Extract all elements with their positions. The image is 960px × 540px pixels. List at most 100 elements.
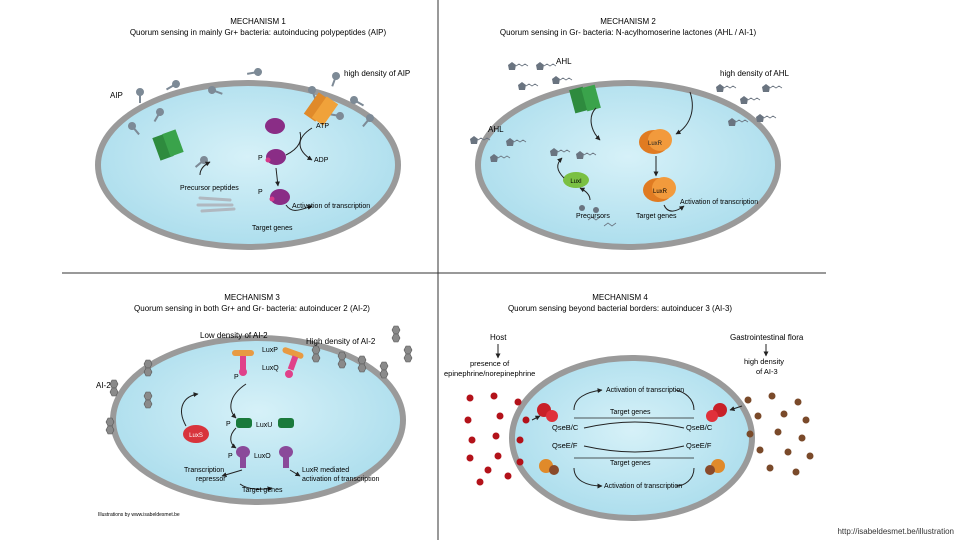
m4-arrow-qsebc bbox=[583, 421, 685, 429]
m2-precursors-label: Precursors bbox=[576, 213, 610, 220]
m3-luxp-left bbox=[232, 350, 254, 376]
m4-qsebc-left-receptor bbox=[537, 403, 558, 422]
m3-subtitle: Quorum sensing in both Gr+ and Gr- bacte… bbox=[134, 304, 370, 313]
m3-p1-label: P bbox=[234, 374, 239, 381]
m4-cell bbox=[509, 355, 755, 521]
m3-luxo-label: LuxO bbox=[254, 453, 271, 460]
m4-high-density-label-1: high density bbox=[744, 357, 784, 366]
m3-ai2-label: AI-2 bbox=[96, 381, 111, 390]
m3-mediated-label-1: LuxR mediated bbox=[302, 467, 349, 474]
m3-luxp-right bbox=[282, 347, 304, 378]
m1-subtitle: Quorum sensing in mainly Gr+ bacteria: a… bbox=[130, 28, 387, 37]
m4-arrow-activation-bottom bbox=[573, 467, 603, 489]
m1-activation-label: Activation of transcription bbox=[292, 203, 370, 210]
mechanism-2-panel: MECHANISM 2 Quorum sensing in Gr- bacter… bbox=[470, 17, 789, 250]
m4-target-top-label: Target genes bbox=[610, 409, 651, 416]
m3-arrow-luxs bbox=[181, 392, 199, 427]
m1-arrow-activation bbox=[285, 204, 313, 211]
m3-p3-label: P bbox=[228, 453, 233, 460]
m4-activation-bottom-label: Activation of transcription bbox=[604, 483, 682, 490]
m1-precursor-strands bbox=[196, 196, 236, 213]
m3-luxs-label: LuxS bbox=[189, 433, 203, 439]
m2-title: MECHANISM 2 bbox=[600, 17, 656, 26]
m2-arrow-luxr-in bbox=[675, 91, 693, 135]
m1-aip-label: AIP bbox=[110, 91, 123, 100]
m2-precursor-molecules bbox=[579, 205, 617, 227]
m3-arrow-q-u bbox=[230, 383, 247, 419]
m3-luxs: LuxS bbox=[183, 425, 209, 443]
m1-kinase-middle bbox=[266, 149, 286, 165]
m2-luxr-bottom: LuxR bbox=[643, 177, 676, 202]
m3-target-label: Target genes bbox=[242, 487, 283, 494]
m1-p1-label: P bbox=[258, 155, 263, 162]
m4-arrow-activation-bottom-r bbox=[675, 467, 695, 487]
m3-p2-label: P bbox=[226, 421, 231, 428]
m3-luxu-label: LuxU bbox=[256, 422, 272, 429]
m2-ahl-left-label: AHL bbox=[488, 125, 504, 134]
m2-green-receptor bbox=[569, 84, 601, 114]
m1-title: MECHANISM 1 bbox=[230, 17, 286, 26]
m4-arrow-ai3-in bbox=[729, 405, 743, 411]
m3-title: MECHANISM 3 bbox=[224, 293, 280, 302]
m3-luxu-right bbox=[278, 418, 294, 428]
m3-arrow-u-o bbox=[230, 427, 237, 449]
m2-luxr-top: LuxR bbox=[639, 129, 672, 154]
m4-high-density-label-2: of AI-3 bbox=[756, 367, 778, 376]
m4-qseef-left-label: QseE/F bbox=[552, 441, 578, 450]
m2-activation-label: Activation of transcription bbox=[680, 199, 758, 206]
ai2-molecule-icon bbox=[105, 325, 413, 435]
mechanism-4-panel: MECHANISM 4 Quorum sensing beyond bacter… bbox=[444, 293, 814, 521]
m4-activation-top-label: Activation of transcription bbox=[606, 387, 684, 394]
m4-qseef-right-receptor bbox=[705, 459, 725, 475]
m1-kinase-top bbox=[265, 118, 285, 134]
m2-high-density-label: high density of AHL bbox=[720, 69, 789, 78]
m4-arrow-activation-top-r bbox=[675, 389, 695, 411]
m2-luxr-bottom-label: LuxR bbox=[653, 189, 668, 195]
m3-luxp-label: LuxP bbox=[262, 347, 278, 354]
m3-low-density-label: Low density of AI-2 bbox=[200, 331, 268, 340]
m2-arrow-precursor bbox=[579, 187, 591, 201]
m1-arrow-down bbox=[275, 167, 280, 187]
m1-orange-receptor bbox=[303, 92, 339, 126]
m4-arrow-epi-in bbox=[531, 415, 541, 421]
m1-target-label: Target genes bbox=[252, 225, 293, 232]
epinephrine-molecule-icon bbox=[464, 392, 530, 486]
m1-cell bbox=[95, 80, 401, 250]
m4-qsebc-right-label: QseB/C bbox=[686, 423, 713, 432]
m3-high-density-label: High density of AI-2 bbox=[306, 337, 376, 346]
m3-luxo-left bbox=[236, 446, 250, 468]
m2-arrow-luxi-out bbox=[557, 157, 565, 179]
m2-subtitle: Quorum sensing in Gr- bacteria: N-acylho… bbox=[500, 28, 757, 37]
m3-credit: Illustrations by www.isabeldesmet.be bbox=[98, 512, 180, 518]
m1-arrow-precursor bbox=[199, 161, 211, 176]
m4-presence-label-1: presence of bbox=[470, 359, 510, 368]
m3-mediated-label-2: activation of transcription bbox=[302, 476, 380, 483]
m2-luxr-top-label: LuxR bbox=[648, 141, 663, 147]
m3-repressor-label-2: repressor bbox=[196, 476, 226, 483]
m1-atp-label: ATP bbox=[316, 123, 329, 130]
m3-repressor-label-1: Transcription bbox=[184, 467, 224, 474]
m4-presence-label-2: epinephrine/norepinephrine bbox=[444, 369, 535, 378]
m1-arrow-atp-adp bbox=[299, 127, 313, 161]
mechanism-1-panel: MECHANISM 1 Quorum sensing in mainly Gr+… bbox=[95, 17, 410, 250]
m2-cell bbox=[475, 80, 781, 250]
m2-luxi: LuxI bbox=[563, 172, 589, 188]
m4-qsebc-right-receptor bbox=[706, 403, 727, 422]
footer-url[interactable]: http://isabeldesmet.be/illustration bbox=[837, 527, 954, 536]
m2-arrow-activation bbox=[663, 204, 685, 212]
m1-precursor-label: Precursor peptides bbox=[180, 185, 239, 192]
m2-target-label: Target genes bbox=[636, 213, 677, 220]
m4-qseef-right-label: QseE/F bbox=[686, 441, 712, 450]
m4-host-label: Host bbox=[490, 333, 507, 342]
m2-arrow-in bbox=[590, 107, 601, 141]
m3-luxo-right bbox=[279, 446, 293, 468]
m1-p2-label: P bbox=[258, 189, 263, 196]
m4-qseef-left-receptor bbox=[539, 459, 559, 475]
m4-title: MECHANISM 4 bbox=[592, 293, 648, 302]
m3-arrow-target bbox=[239, 483, 273, 492]
m4-arrow-qseef bbox=[583, 445, 685, 453]
m2-luxi-label: LuxI bbox=[570, 179, 582, 185]
m1-arrow-phospho bbox=[285, 131, 302, 156]
m3-arrow-mediated bbox=[289, 469, 301, 477]
